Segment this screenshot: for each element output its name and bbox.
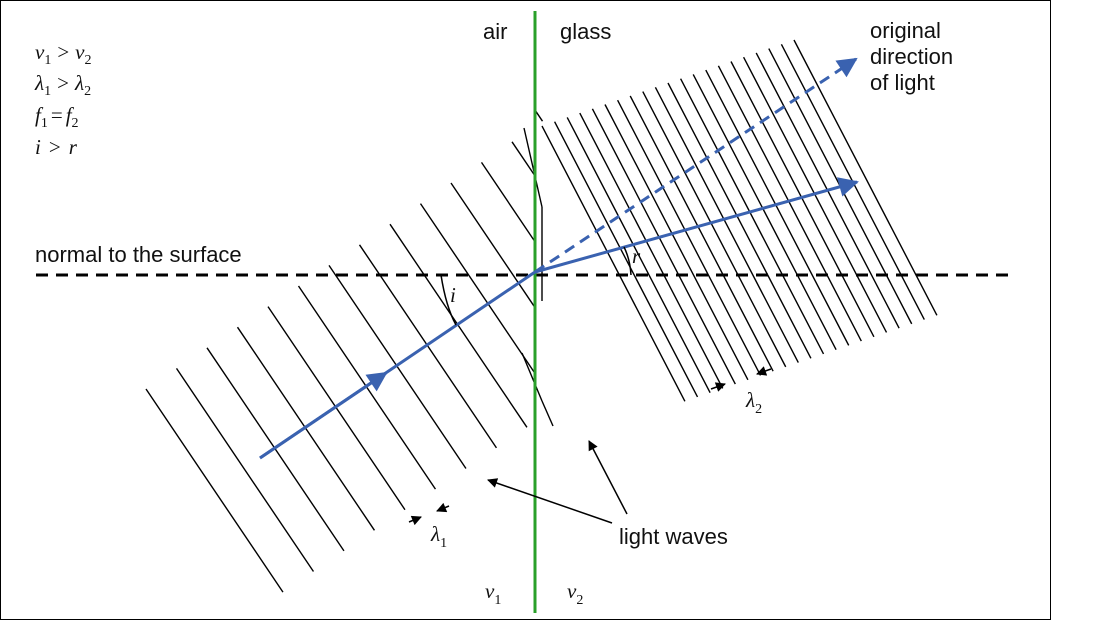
air-label: air [483, 19, 507, 44]
glass-wavefront [654, 86, 799, 363]
relation-angles: i>r [35, 135, 78, 159]
glass-wavefront [692, 74, 837, 351]
glass-wavefront [579, 112, 724, 389]
light-waves-label: light waves [619, 524, 728, 549]
relation-frequency: f1=f2 [35, 103, 79, 131]
original-direction-ray [534, 57, 858, 274]
glass-wavefront [705, 69, 850, 346]
original-direction-line-3: of light [870, 70, 935, 95]
glass-wavefront [629, 95, 774, 372]
glass-wavefront [679, 78, 825, 355]
crossing-wavefront [521, 352, 543, 402]
v1-label: v1 [485, 579, 501, 608]
lambda1-marker [408, 502, 450, 526]
glass-wavefront [616, 99, 762, 376]
v2-label: v2 [567, 579, 583, 608]
glass-wavefront [604, 104, 749, 381]
glass-label: glass [560, 19, 611, 44]
glass-wavefront [591, 108, 736, 385]
air-wavefront [480, 162, 536, 243]
diagram-frame: air glass normal to the surface original… [0, 0, 1051, 620]
air-wavefront [328, 265, 467, 469]
air-wavefront [511, 141, 536, 177]
lambda2-marker [710, 366, 772, 392]
air-wavefront [419, 203, 536, 374]
refraction-diagram: air glass normal to the surface original… [34, 11, 1013, 613]
relation-wavelength: λ1>λ2 [34, 71, 91, 99]
lambda1-label: λ1 [430, 522, 447, 551]
glass-wavefront [730, 61, 875, 338]
angle-r-label: r [632, 244, 641, 268]
glass-wavefront [667, 82, 812, 359]
glass-wavefront [717, 65, 862, 342]
glass-wavefronts [521, 39, 938, 427]
air-wavefront [145, 388, 284, 593]
air-wavefronts [145, 109, 544, 593]
refracted-ray [534, 177, 859, 274]
glass-wavefront [553, 121, 699, 398]
incident-ray-arrow [259, 371, 388, 460]
lambda2-label: λ2 [745, 388, 762, 417]
air-wavefront [175, 368, 315, 572]
glass-wavefront [793, 39, 938, 316]
light-waves-pointer-right [588, 440, 628, 515]
air-wavefront [389, 223, 528, 428]
angle-i-label: i [450, 283, 456, 307]
air-wavefront [450, 182, 536, 308]
light-waves-pointer-left [487, 478, 613, 524]
crossing-wavefront [523, 127, 543, 208]
angle-i-arc [440, 274, 457, 326]
glass-wavefront [566, 117, 711, 394]
relations-list: v1>v2 λ1>λ2 f1=f2 i>r [34, 40, 92, 159]
air-wavefront [358, 244, 498, 449]
original-direction-line-2: direction [870, 44, 953, 69]
crossing-wavefront [541, 400, 554, 427]
angle-r-arc [623, 246, 632, 276]
glass-wavefront [642, 91, 787, 368]
original-direction-line-1: original [870, 18, 941, 43]
glass-wavefront [541, 125, 686, 402]
normal-label: normal to the surface [35, 242, 242, 267]
relation-speed: v1>v2 [35, 40, 92, 68]
